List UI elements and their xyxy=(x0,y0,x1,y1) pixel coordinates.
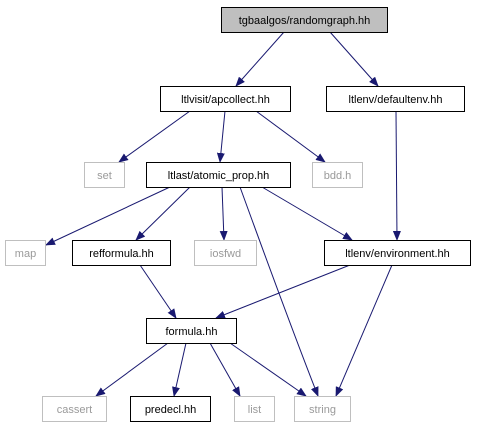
node-box-formula xyxy=(146,318,237,344)
edge-atomic_prop-to-map xyxy=(45,186,171,246)
node-atomic_prop[interactable]: ltlast/atomic_prop.hh xyxy=(146,162,291,188)
edge-randomgraph-to-defaultenv xyxy=(329,31,379,87)
node-bdd: bdd.h xyxy=(312,162,363,188)
node-label-set: set xyxy=(97,170,112,182)
node-defaultenv[interactable]: ltlenv/defaultenv.hh xyxy=(326,86,465,112)
node-box-set xyxy=(84,162,125,188)
edge-apcollect-to-bdd xyxy=(255,110,326,163)
node-cassert: cassert xyxy=(42,396,107,422)
node-label-cassert: cassert xyxy=(57,404,92,416)
node-string: string xyxy=(294,396,351,422)
node-label-refformula: refformula.hh xyxy=(89,248,154,260)
edge-defaultenv-to-environment xyxy=(392,110,401,241)
edge-formula-to-cassert xyxy=(95,342,169,397)
node-formula[interactable]: formula.hh xyxy=(146,318,237,344)
node-label-defaultenv: ltlenv/defaultenv.hh xyxy=(349,94,443,106)
node-box-refformula xyxy=(72,240,171,266)
node-iosfwd: iosfwd xyxy=(194,240,257,266)
node-label-iosfwd: iosfwd xyxy=(210,248,241,260)
edges-layer xyxy=(45,31,401,397)
node-set: set xyxy=(84,162,125,188)
node-box-randomgraph xyxy=(221,7,388,33)
edge-formula-to-string xyxy=(229,342,307,397)
edge-atomic_prop-to-iosfwd xyxy=(219,186,228,241)
node-label-list: list xyxy=(248,404,261,416)
node-label-environment: ltlenv/environment.hh xyxy=(345,248,450,260)
edge-formula-to-predecl xyxy=(172,342,187,397)
node-label-apcollect: ltlvisit/apcollect.hh xyxy=(181,94,270,106)
nodes-layer: tgbaalgos/randomgraph.hh ltlvisit/apcolle… xyxy=(5,7,471,422)
edge-apcollect-to-atomic_prop xyxy=(216,110,226,163)
node-box-environment xyxy=(324,240,471,266)
node-label-randomgraph: tgbaalgos/randomgraph.hh xyxy=(239,15,370,27)
edge-randomgraph-to-apcollect xyxy=(235,31,285,87)
node-box-cassert xyxy=(42,396,107,422)
edge-apcollect-to-set xyxy=(118,110,191,163)
edge-atomic_prop-to-string xyxy=(239,186,319,397)
node-label-formula: formula.hh xyxy=(166,326,218,338)
node-label-bdd: bdd.h xyxy=(324,170,352,182)
node-box-bdd xyxy=(312,162,363,188)
node-predecl[interactable]: predecl.hh xyxy=(130,396,211,422)
node-box-atomic_prop xyxy=(146,162,291,188)
node-box-string xyxy=(294,396,351,422)
node-refformula[interactable]: refformula.hh xyxy=(72,240,171,266)
node-label-predecl: predecl.hh xyxy=(145,404,196,416)
node-label-map: map xyxy=(15,248,36,260)
edge-environment-to-string xyxy=(335,264,393,397)
node-list: list xyxy=(234,396,275,422)
edge-environment-to-formula xyxy=(215,264,351,319)
node-box-iosfwd xyxy=(194,240,257,266)
node-label-string: string xyxy=(309,404,336,416)
node-randomgraph[interactable]: tgbaalgos/randomgraph.hh xyxy=(221,7,388,33)
edge-refformula-to-formula xyxy=(139,264,177,319)
node-box-list xyxy=(234,396,275,422)
node-map: map xyxy=(5,240,46,266)
node-box-apcollect xyxy=(160,86,291,112)
node-box-defaultenv xyxy=(326,86,465,112)
node-environment[interactable]: ltlenv/environment.hh xyxy=(324,240,471,266)
node-label-atomic_prop: ltlast/atomic_prop.hh xyxy=(168,170,270,182)
node-box-predecl xyxy=(130,396,211,422)
node-box-map xyxy=(5,240,46,266)
edge-formula-to-list xyxy=(209,342,241,397)
edge-atomic_prop-to-environment xyxy=(261,186,353,241)
node-apcollect[interactable]: ltlvisit/apcollect.hh xyxy=(160,86,291,112)
edge-atomic_prop-to-refformula xyxy=(135,186,191,241)
